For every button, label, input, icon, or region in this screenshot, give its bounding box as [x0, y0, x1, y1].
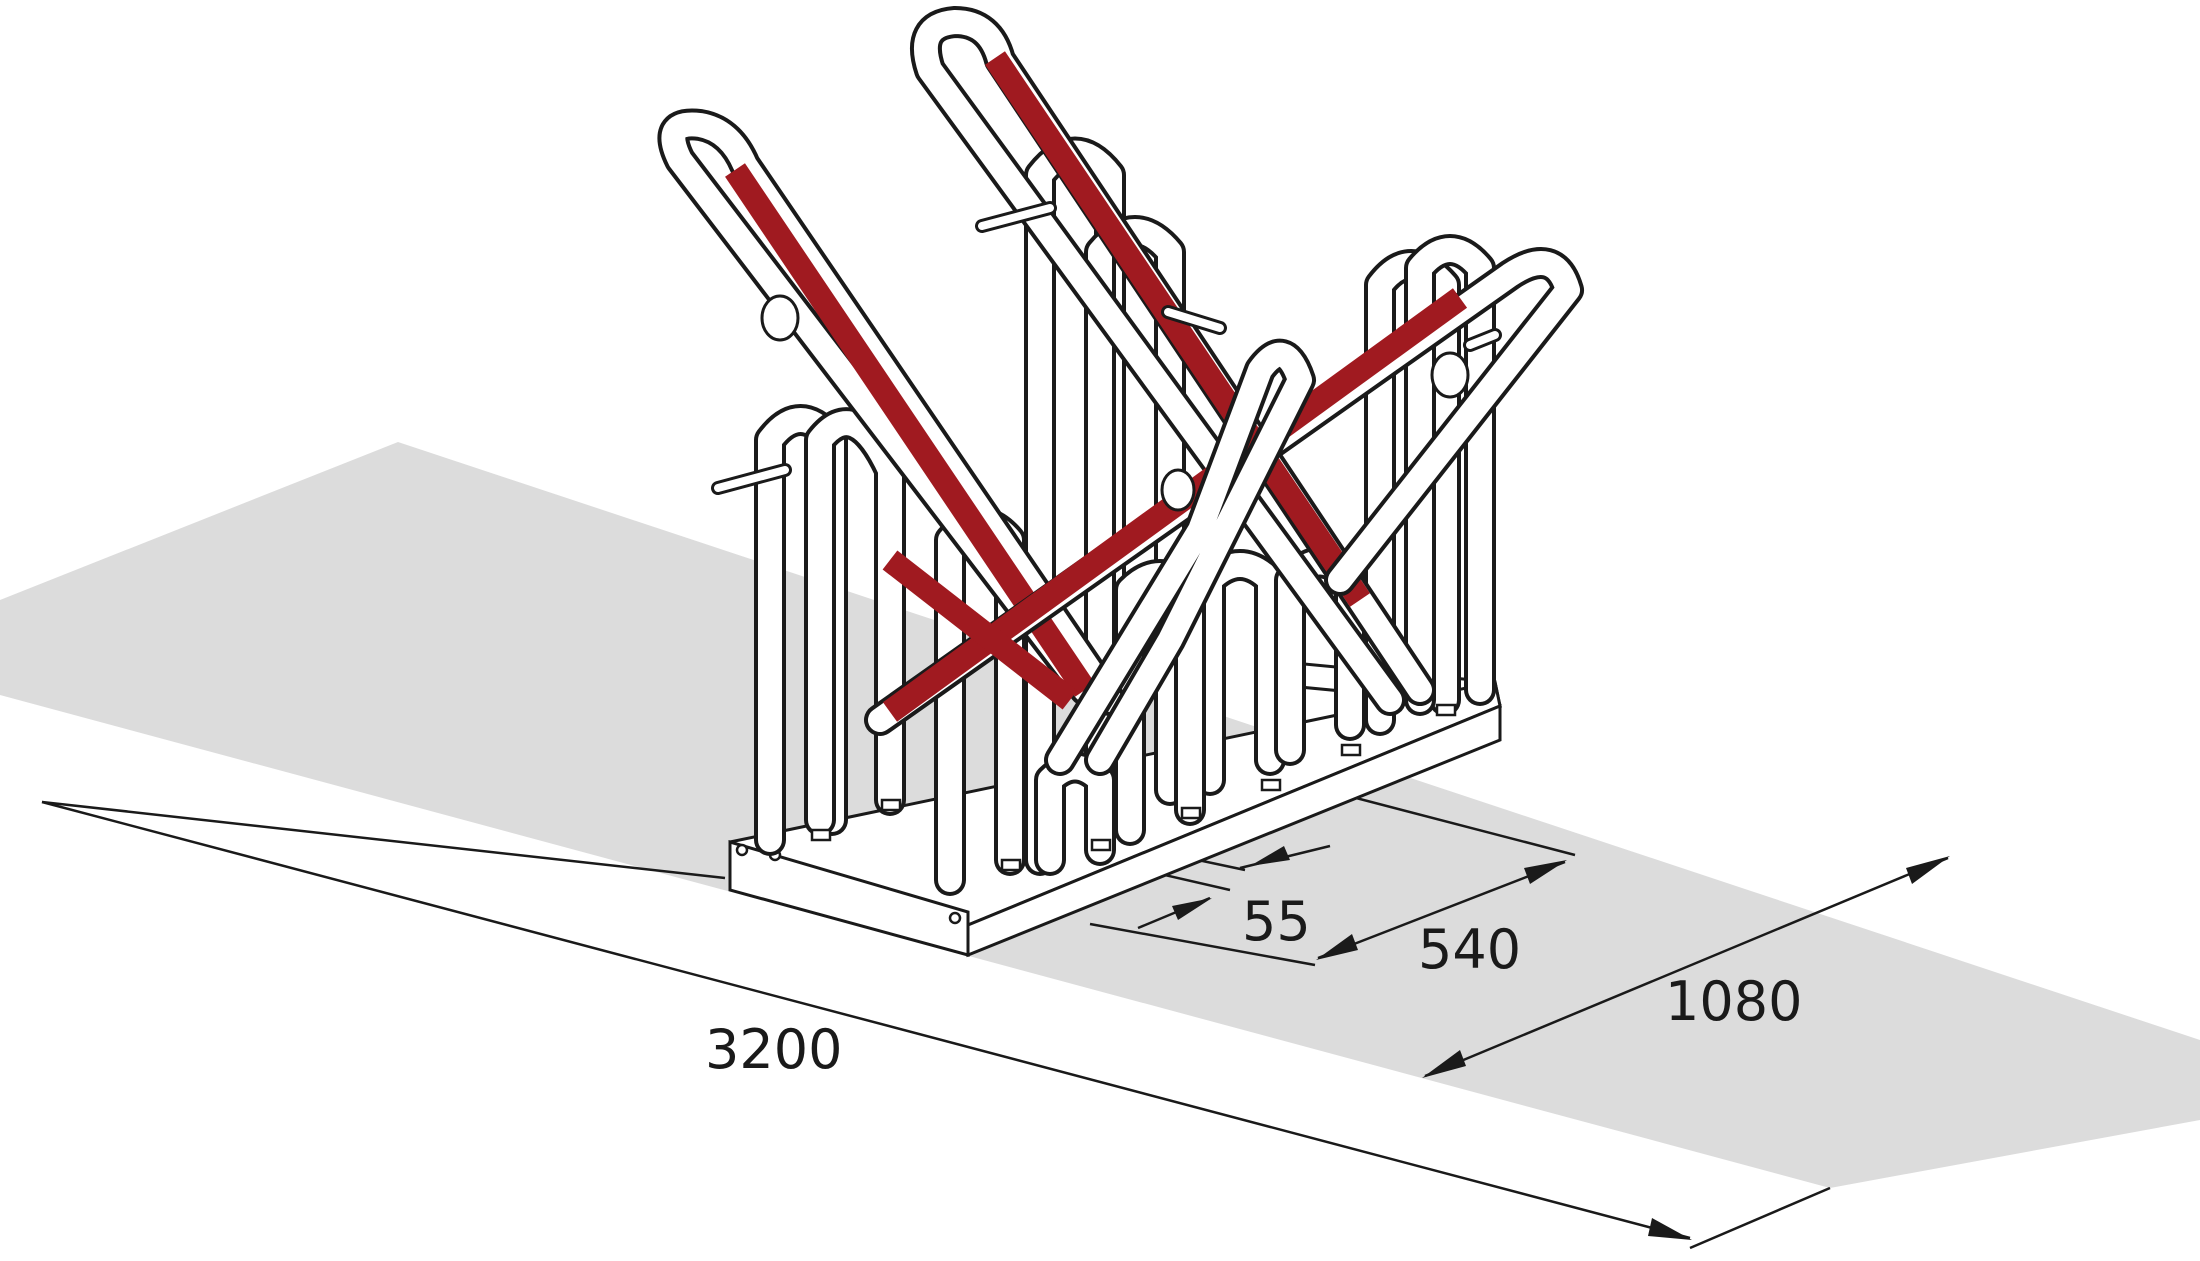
dimension-depth-arrowhead-end [1906, 856, 1950, 884]
dimension-depth-arrowhead-start [1422, 1050, 1466, 1078]
dimension-spacing-extension-2 [1089, 922, 1316, 967]
dimension-depth-line [1424, 856, 1949, 1078]
dimension-length: 3200 [41, 800, 1831, 1250]
dimension-spacing-arrowhead-end [1524, 860, 1567, 884]
dimension-offset-arrowhead-upper [1250, 846, 1290, 866]
dimension-length-extension-right [1689, 1186, 1831, 1250]
rack-bolt [948, 911, 962, 925]
rack-foot [810, 828, 832, 842]
rack-hoop [1038, 755, 1112, 872]
rack-raised-holder-center [910, 6, 1436, 716]
rack-foot [1435, 703, 1457, 717]
rack-holder-tube [661, 112, 1122, 712]
rack-holder-tube [914, 10, 1432, 712]
rack-foot [1090, 838, 1112, 852]
rack-foot [1340, 743, 1362, 757]
dimension-length-arrowhead [1648, 1218, 1692, 1240]
dimension-spacing-line [1317, 860, 1566, 960]
rack-lock-ring [1430, 351, 1470, 399]
dimension-offset-label: 55 [1242, 890, 1311, 953]
dimension-offset-arrowhead-lower [1172, 898, 1212, 920]
rack-foot [880, 798, 902, 812]
rack-feet [810, 703, 1457, 872]
rack-holder-red-band [985, 51, 1370, 607]
rack-crossing-holder-2 [882, 338, 1316, 776]
rack-hoop [1408, 238, 1492, 712]
rack-foot [1000, 858, 1022, 872]
dimension-depth-label: 1080 [1665, 970, 1802, 1033]
rack-holder-tube [868, 251, 1580, 732]
rack-foot [1260, 778, 1282, 792]
dimension-length-label: 3200 [705, 1018, 842, 1081]
dimension-spacing: 540 [1089, 771, 1576, 981]
rack-hook [714, 466, 789, 492]
rack-holder-tube [1048, 342, 1312, 772]
rack-foot [1180, 806, 1202, 820]
rack-base-end-bracket [728, 839, 970, 957]
rack-hook [1164, 308, 1224, 332]
dimension-depth: 1080 [1422, 856, 1950, 1078]
rack-lock-ring [1160, 468, 1196, 512]
rack-hook [978, 204, 1054, 230]
rack-lock-ring [760, 294, 800, 342]
bike-rack [657, 6, 1584, 958]
rack-bolt [735, 843, 749, 857]
rack-hoop [808, 411, 902, 832]
rack-hook [1466, 331, 1499, 349]
dimension-spacing-label: 540 [1418, 918, 1521, 981]
rack-hoop [1088, 219, 1182, 832]
dimension-length-line [41, 800, 1691, 1240]
dimension-length-extension-left [41, 800, 726, 880]
rack-holder-red-band [882, 550, 1078, 710]
dimension-spacing-arrowhead-start [1316, 934, 1358, 960]
